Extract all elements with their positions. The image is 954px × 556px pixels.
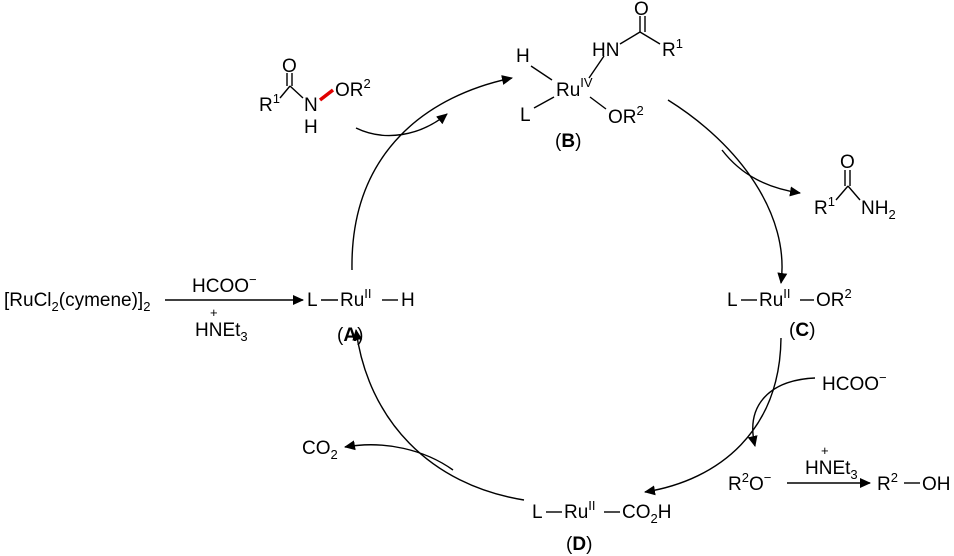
svg-text:O: O	[282, 56, 297, 77]
label-A: (A)	[337, 325, 363, 346]
arc-B-to-C	[667, 99, 788, 284]
label-D: (D)	[566, 534, 592, 555]
svg-text:R1: R1	[259, 91, 280, 116]
alkoxide: R2O−	[728, 470, 771, 495]
complex-A: L RuII H (A)	[307, 286, 415, 346]
arc-A-to-B	[351, 75, 513, 271]
formate-in: HCOO−	[822, 370, 887, 395]
svg-text:NH2: NH2	[861, 198, 896, 222]
co2: CO2	[302, 438, 338, 462]
arrow-formate-alkoxide	[747, 377, 816, 447]
arc-D-to-A	[352, 329, 525, 501]
svg-text:RuII: RuII	[564, 498, 596, 523]
svg-text:N: N	[304, 95, 318, 116]
svg-text:R2: R2	[877, 470, 898, 495]
activation-reagent: HCOO−	[192, 272, 257, 297]
alcohol-product: R2 OH	[877, 470, 951, 495]
protonation-base: HNEt3	[805, 458, 858, 482]
svg-text:H: H	[516, 46, 530, 67]
svg-text:RuIV: RuIV	[556, 75, 593, 101]
svg-text:L: L	[727, 290, 738, 311]
activation-base-plus: +	[210, 305, 218, 320]
complex-C: L RuII OR2 (C)	[727, 286, 852, 341]
svg-text:OR2: OR2	[816, 286, 852, 311]
svg-text:OH: OH	[922, 474, 951, 495]
svg-text:O: O	[634, 0, 649, 20]
precursor: [RuCl2(cymene)]2	[4, 290, 150, 314]
arrow-co2-out	[344, 440, 454, 471]
arrow-amide-out	[721, 149, 801, 197]
svg-text:H: H	[304, 117, 318, 138]
label-C: (C)	[789, 320, 815, 341]
svg-text:O: O	[840, 152, 855, 173]
svg-text:RuII: RuII	[340, 286, 372, 311]
scissile-N-O-bond	[318, 88, 335, 102]
arc-C-to-D	[644, 337, 782, 496]
substrate: R1 O N H OR2	[259, 56, 371, 138]
label-B: (B)	[555, 131, 581, 152]
svg-text:H: H	[401, 290, 415, 311]
svg-text:CO2H: CO2H	[622, 502, 671, 526]
svg-text:R1: R1	[814, 194, 835, 219]
svg-text:OR2: OR2	[608, 103, 644, 128]
svg-text:OR2: OR2	[335, 76, 371, 101]
arrow-substrate-in	[355, 113, 448, 137]
svg-text:R1: R1	[662, 36, 683, 61]
svg-text:L: L	[307, 290, 318, 311]
svg-text:L: L	[532, 502, 543, 523]
svg-text:RuII: RuII	[759, 286, 791, 311]
complex-B: H RuIV HN O R1 L OR2 (B)	[516, 0, 683, 152]
product-amide: R1 O NH2	[814, 152, 896, 222]
complex-D: L RuII CO2H (D)	[532, 498, 671, 555]
activation-base: HNEt3	[195, 320, 248, 344]
svg-text:HN: HN	[592, 40, 619, 61]
svg-text:L: L	[520, 105, 531, 126]
protonation-base-plus: +	[821, 443, 829, 458]
